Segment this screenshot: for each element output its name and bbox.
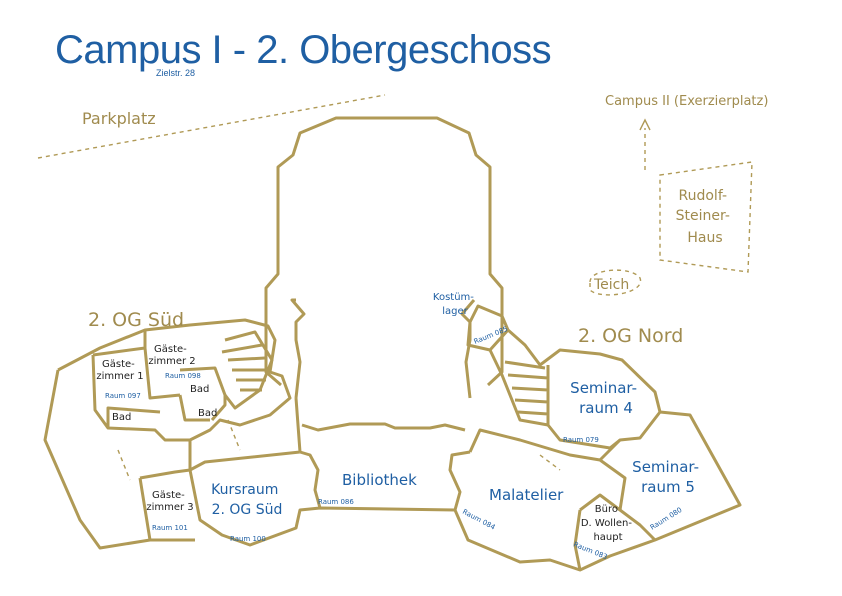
room-gaeste2-label: Gäste- zimmer 2 xyxy=(148,344,195,367)
room-malatelier-label: Malatelier xyxy=(489,486,564,504)
room-seminar5-label: Seminar- raum 5 xyxy=(632,458,704,496)
room-gaeste2-number: Raum 098 xyxy=(165,372,201,380)
rudolf-steiner-haus-label: Rudolf- Steiner- Haus xyxy=(676,188,735,246)
wing-nord-label: 2. OG Nord xyxy=(578,325,683,347)
room-gaeste1-number: Raum 097 xyxy=(105,392,141,400)
room-gaeste3-label: Gäste- zimmer 3 xyxy=(146,490,193,513)
room-seminar4-label: Seminar- raum 4 xyxy=(570,379,642,417)
campus2-arrow-head xyxy=(639,118,651,131)
seminar4-wall xyxy=(546,424,621,450)
stairs-north xyxy=(488,349,550,427)
malatelier-wall xyxy=(468,411,662,511)
room-malatelier-number: Raum 084 xyxy=(461,508,497,532)
room-bad-1-label: Bad xyxy=(190,384,209,395)
central-hall-floor xyxy=(301,422,466,432)
campus2-label: Campus II (Exerzierplatz) xyxy=(605,94,768,109)
room-kostuem-label: Kostüm- lager xyxy=(433,292,477,317)
room-gaeste3-number: Raum 101 xyxy=(152,524,188,532)
path-south-a xyxy=(117,449,131,481)
stairs-south xyxy=(221,330,274,410)
central-hall-bottom-left xyxy=(290,298,306,399)
room-bibliothek-label: Bibliothek xyxy=(342,471,417,489)
room-bad-2-label: Bad xyxy=(112,412,131,423)
teich-label: Teich xyxy=(593,277,629,293)
page-title: Campus I - 2. Obergeschoss xyxy=(55,28,552,72)
room-kursraum-number: Raum 100 xyxy=(230,535,266,543)
teich-outline xyxy=(589,269,641,296)
bibliothek-wall xyxy=(299,450,471,511)
room-seminar4-number: Raum 079 xyxy=(563,436,599,444)
wing-sued-label: 2. OG Süd xyxy=(88,309,184,331)
central-hall-wall xyxy=(264,116,504,387)
path-south-b xyxy=(227,419,241,451)
rudolf-steiner-haus-outline xyxy=(659,161,753,273)
parkplatz-line xyxy=(37,94,386,159)
room-seminar5-number: Raum 080 xyxy=(649,506,684,532)
room-bad-3-label: Bad xyxy=(198,408,217,419)
parkplatz-label: Parkplatz xyxy=(82,109,156,128)
room-kursraum-label: Kursraum 2. OG Süd xyxy=(211,482,283,518)
buero-wall xyxy=(573,493,657,571)
room-gaeste1-label: Gäste- zimmer 1 xyxy=(96,359,143,382)
path-north-a xyxy=(539,454,561,471)
south-outer-left xyxy=(43,369,195,550)
address-subtitle: Zielstr. 28 xyxy=(156,68,196,78)
kursraum-wall xyxy=(189,397,302,472)
kostuem-wall xyxy=(466,321,510,352)
room-buero-label: Büro D. Wollen- haupt xyxy=(581,504,635,543)
room-bibliothek-number: Raum 086 xyxy=(318,498,354,506)
gaeste3-wall xyxy=(138,468,191,541)
